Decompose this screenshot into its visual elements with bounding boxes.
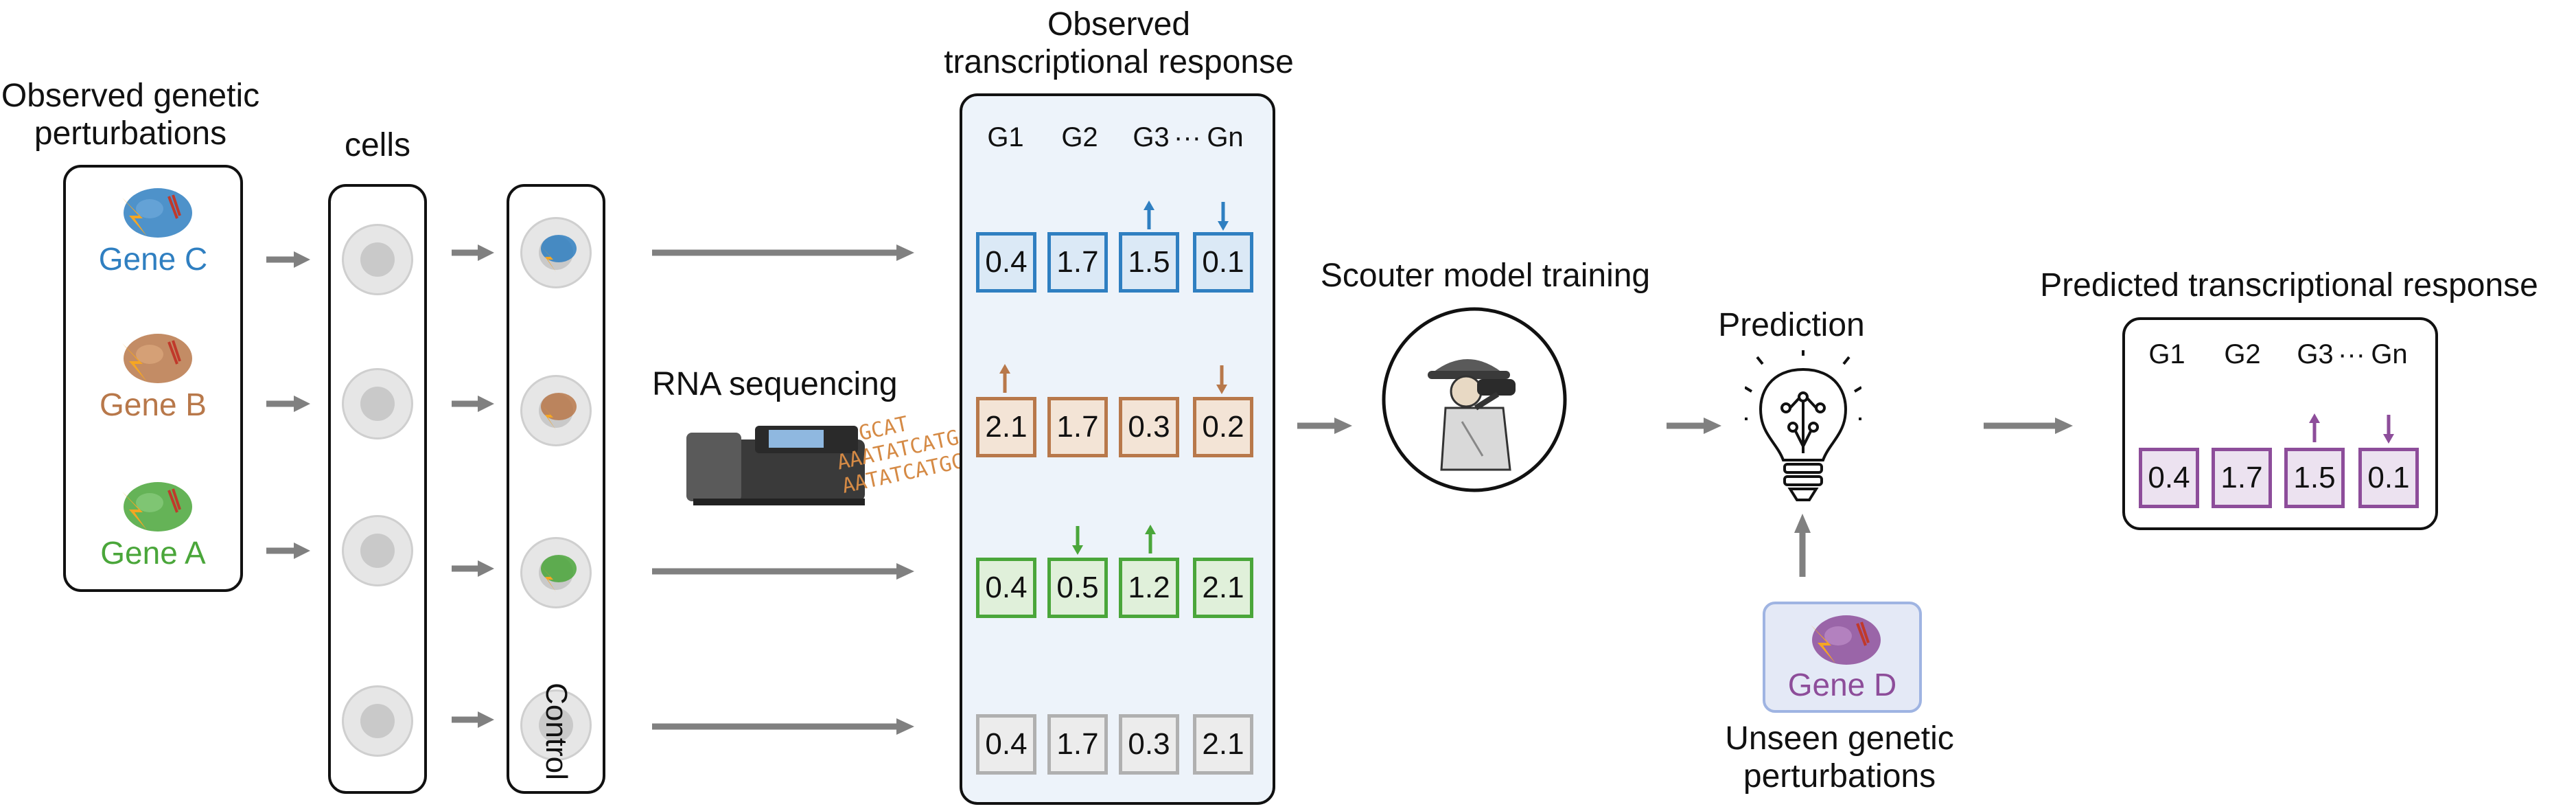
cell-to-perturbed-arrows	[452, 244, 494, 728]
cells-title: cells	[344, 127, 411, 163]
observed-value-cell: 0.1	[1193, 232, 1253, 293]
predicted-response-panel	[2122, 317, 2438, 530]
up-arrow-icon	[1144, 201, 1154, 210]
predicted-value-cell: 1.7	[2212, 448, 2272, 508]
prediction-to-output-arrow	[1984, 418, 2073, 434]
gene-c-knockout-icon	[122, 188, 192, 238]
gene-c-label: Gene C	[98, 241, 208, 277]
column-header: G1	[987, 122, 1024, 152]
cell	[342, 515, 413, 586]
gene-b-knockout-icon	[122, 334, 192, 383]
observed-value-cell: 0.2	[1193, 397, 1253, 457]
row-c-change-arrows	[1144, 201, 1229, 231]
gene-c-perturbation-icon	[539, 235, 577, 272]
observed-value-cell: 2.1	[1193, 714, 1253, 775]
up-arrow-icon	[1145, 525, 1156, 534]
control-cell	[520, 689, 592, 761]
cells-panel	[328, 184, 427, 794]
column-header: Gn	[1207, 122, 1244, 152]
gene-a-perturbation-icon	[539, 555, 577, 592]
column-ellipsis: ···	[1174, 122, 1201, 152]
perturbations-panel	[63, 165, 243, 592]
observed-value-cell: 1.7	[1047, 232, 1108, 293]
predicted-value-cell: 0.1	[2358, 448, 2419, 508]
cell	[342, 685, 413, 757]
observed-value-cell: 1.7	[1047, 714, 1108, 775]
response-to-model-arrow	[1297, 418, 1352, 434]
scouter-training-title: Scouter model training	[1320, 258, 1651, 294]
predicted-change-arrows	[2309, 413, 2394, 444]
gene-b-label: Gene B	[100, 387, 207, 422]
perturbed-cells-panel	[507, 184, 605, 794]
observed-value-cell: 0.4	[976, 232, 1036, 293]
observed-value-cell: 0.4	[976, 714, 1036, 775]
control-label: Control	[539, 683, 573, 780]
prediction-title: Prediction	[1718, 307, 1865, 343]
scout-binoculars-icon	[1382, 307, 1567, 492]
observed-value-cell: 0.5	[1047, 558, 1108, 618]
observed-value-cell: 0.3	[1119, 397, 1179, 457]
column-header: G3	[2297, 339, 2334, 369]
observed-value-cell: 0.4	[976, 558, 1036, 618]
column-ellipsis: ···	[2338, 339, 2365, 369]
down-arrow-icon	[1218, 221, 1229, 231]
column-header: G3	[1133, 122, 1170, 152]
observed-value-cell: 1.7	[1047, 397, 1108, 457]
column-header: G2	[1061, 122, 1098, 152]
row-a-change-arrows	[1072, 525, 1156, 555]
column-header: G1	[2148, 339, 2185, 369]
gene-to-cell-arrows	[266, 251, 310, 559]
column-header: Gn	[2371, 339, 2408, 369]
gene-d-label: Gene D	[1787, 667, 1897, 703]
cell	[342, 224, 413, 295]
down-arrow-icon	[1072, 545, 1083, 555]
up-arrow-icon	[999, 364, 1010, 374]
predicted-value-cell: 0.4	[2139, 448, 2199, 508]
column-header: G2	[2224, 339, 2261, 369]
down-arrow-icon	[2383, 434, 2394, 444]
predicted-response-title: Predicted transcriptional response	[2040, 267, 2538, 304]
observed-value-cell: 1.5	[1119, 232, 1179, 293]
unseen-perturbations-title: Unseen genetic perturbations	[1725, 720, 1954, 795]
observed-value-cell: 1.2	[1119, 558, 1179, 618]
unseen-to-prediction-arrow	[1794, 514, 1811, 577]
observed-value-cell: 2.1	[976, 397, 1036, 457]
sequencing-arrows	[652, 244, 914, 735]
rna-sequencing-label: RNA sequencing	[652, 366, 898, 402]
gene-d-knockout-icon	[1811, 615, 1881, 665]
gene-b-perturbation-icon	[539, 393, 577, 430]
observed-response-title: Observed transcriptional response	[944, 6, 1294, 81]
sequencer-machine-icon	[686, 426, 865, 505]
observed-value-cell: 0.3	[1119, 714, 1179, 775]
predicted-value-cell: 1.5	[2284, 448, 2345, 508]
row-b-change-arrows	[999, 364, 1227, 394]
observed-perturbations-title: Observed genetic perturbations	[1, 78, 260, 152]
down-arrow-icon	[1216, 385, 1227, 394]
cell	[342, 368, 413, 439]
observed-value-cell: 2.1	[1193, 558, 1253, 618]
gene-a-knockout-icon	[122, 482, 192, 532]
up-arrow-icon	[2309, 413, 2320, 423]
lightbulb-brain-icon	[1745, 350, 1861, 501]
gene-a-label: Gene A	[100, 535, 206, 571]
model-to-prediction-arrow	[1667, 418, 1721, 434]
